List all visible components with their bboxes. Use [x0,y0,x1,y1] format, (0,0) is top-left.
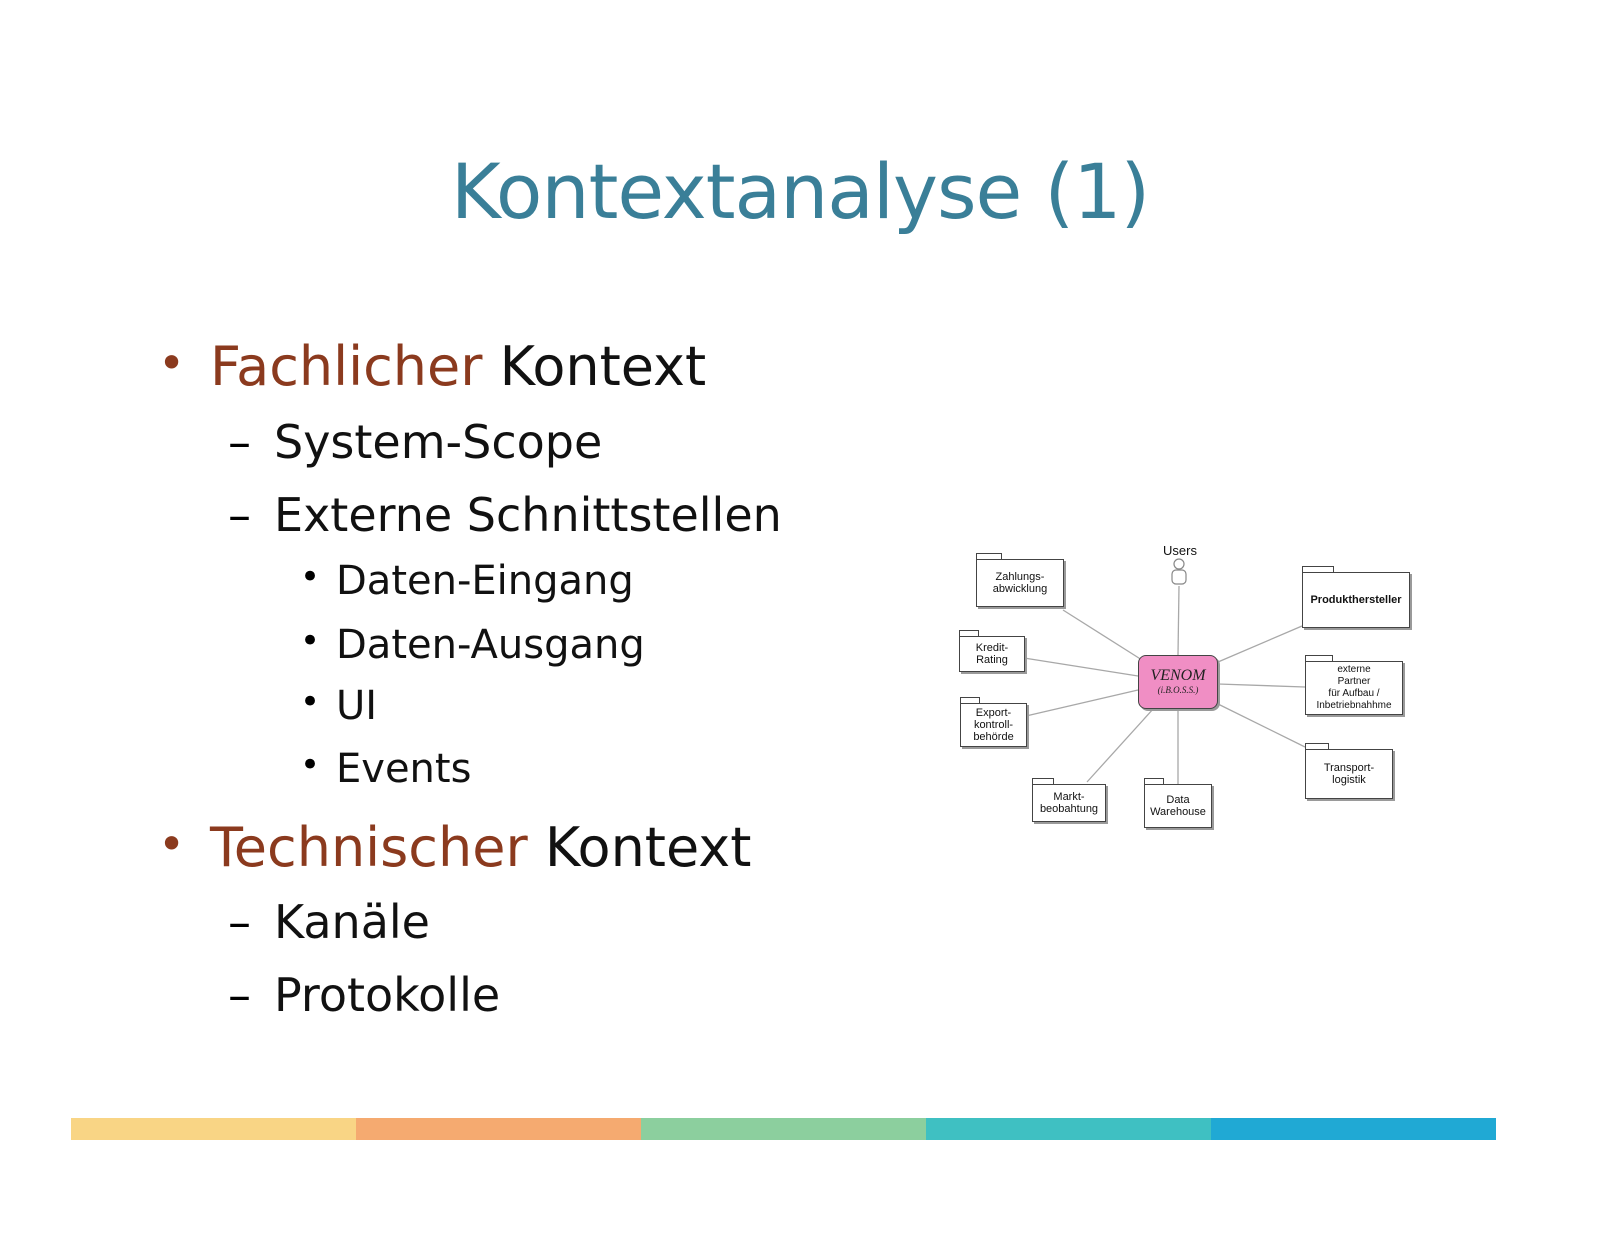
package-exportkontrollbehoerde: Export- kontroll- behörde [960,703,1027,747]
package-tab [960,697,980,703]
dash-marker: – [228,968,251,1022]
package-tab [1144,778,1164,784]
sub-sub-bullet: Events [336,746,472,792]
package-tab [959,630,979,636]
system-subtitle: (i.B.O.S.S.) [1157,685,1199,695]
package-kredit-rating: Kredit- Rating [959,636,1025,672]
color-bar-segment [1211,1118,1496,1140]
bullet-marker: • [300,557,321,597]
slide-title: Kontextanalyse (1) [450,147,1150,236]
package-tab [1032,778,1054,784]
sub-sub-bullet: UI [336,683,378,729]
package-tab [1305,655,1333,661]
package-tab [1302,566,1334,572]
dash-marker: – [228,488,251,542]
sub-sub-bullet: Daten-Ausgang [336,622,645,668]
package-produkthersteller: Produkthersteller [1302,572,1410,628]
system-name: VENOM [1150,667,1206,684]
bullet-marker: • [300,621,321,661]
package-data-warehouse: Data Warehouse [1144,784,1212,828]
sub-bullet-externe-schnittstellen: Externe Schnittstellen [274,488,782,542]
connector-users [1177,585,1180,656]
connector-kredit [1023,657,1139,677]
connector-partner [1217,683,1306,688]
sub-sub-bullet: Daten-Eingang [336,558,634,604]
package-tab [976,553,1002,559]
package-zahlungsabwicklung: Zahlungs- abwicklung [976,559,1064,607]
context-diagram: Users Zahlungs- abwicklung Kredit- Ratin… [950,530,1430,840]
users-label: Users [1163,543,1197,558]
bullet-rest: Kontext [527,816,752,879]
connector-markt [1086,707,1155,783]
sub-bullet-kanaele: Kanäle [274,895,430,949]
system-venom: VENOM (i.B.O.S.S.) [1138,655,1218,709]
bullet-marker: • [158,817,186,871]
sub-bullet-system-scope: System-Scope [274,415,603,469]
bullet-fachlicher-kontext: Fachlicher Kontext [210,335,706,399]
color-bar-segment [71,1118,356,1140]
color-bar-segment [356,1118,641,1140]
package-tab [1305,743,1329,749]
connector-transport [1217,703,1306,748]
color-bar-segment [926,1118,1211,1140]
connector-export [1025,689,1139,717]
connector-produkt [1217,625,1303,663]
bullet-marker: • [300,745,321,785]
user-actor-icon [1171,558,1187,585]
connector-lines [1023,558,1306,784]
bullet-marker: • [158,336,186,390]
package-marktbeobahtung: Markt- beobahtung [1032,784,1106,822]
dash-marker: – [228,895,251,949]
package-externe-partner: externe Partner für Aufbau / Inbetriebna… [1305,661,1403,715]
bullet-marker: • [300,682,321,722]
bullet-technischer-kontext: Technischer Kontext [210,816,751,880]
bullet-accent-word: Fachlicher [210,335,483,398]
bullet-accent-word: Technischer [210,816,528,879]
package-transportlogistik: Transport- logistik [1305,749,1393,799]
bullet-rest: Kontext [482,335,707,398]
color-bar-segment [641,1118,926,1140]
dash-marker: – [228,415,251,469]
connector-zahlung [1062,609,1143,661]
sub-bullet-protokolle: Protokolle [274,968,501,1022]
